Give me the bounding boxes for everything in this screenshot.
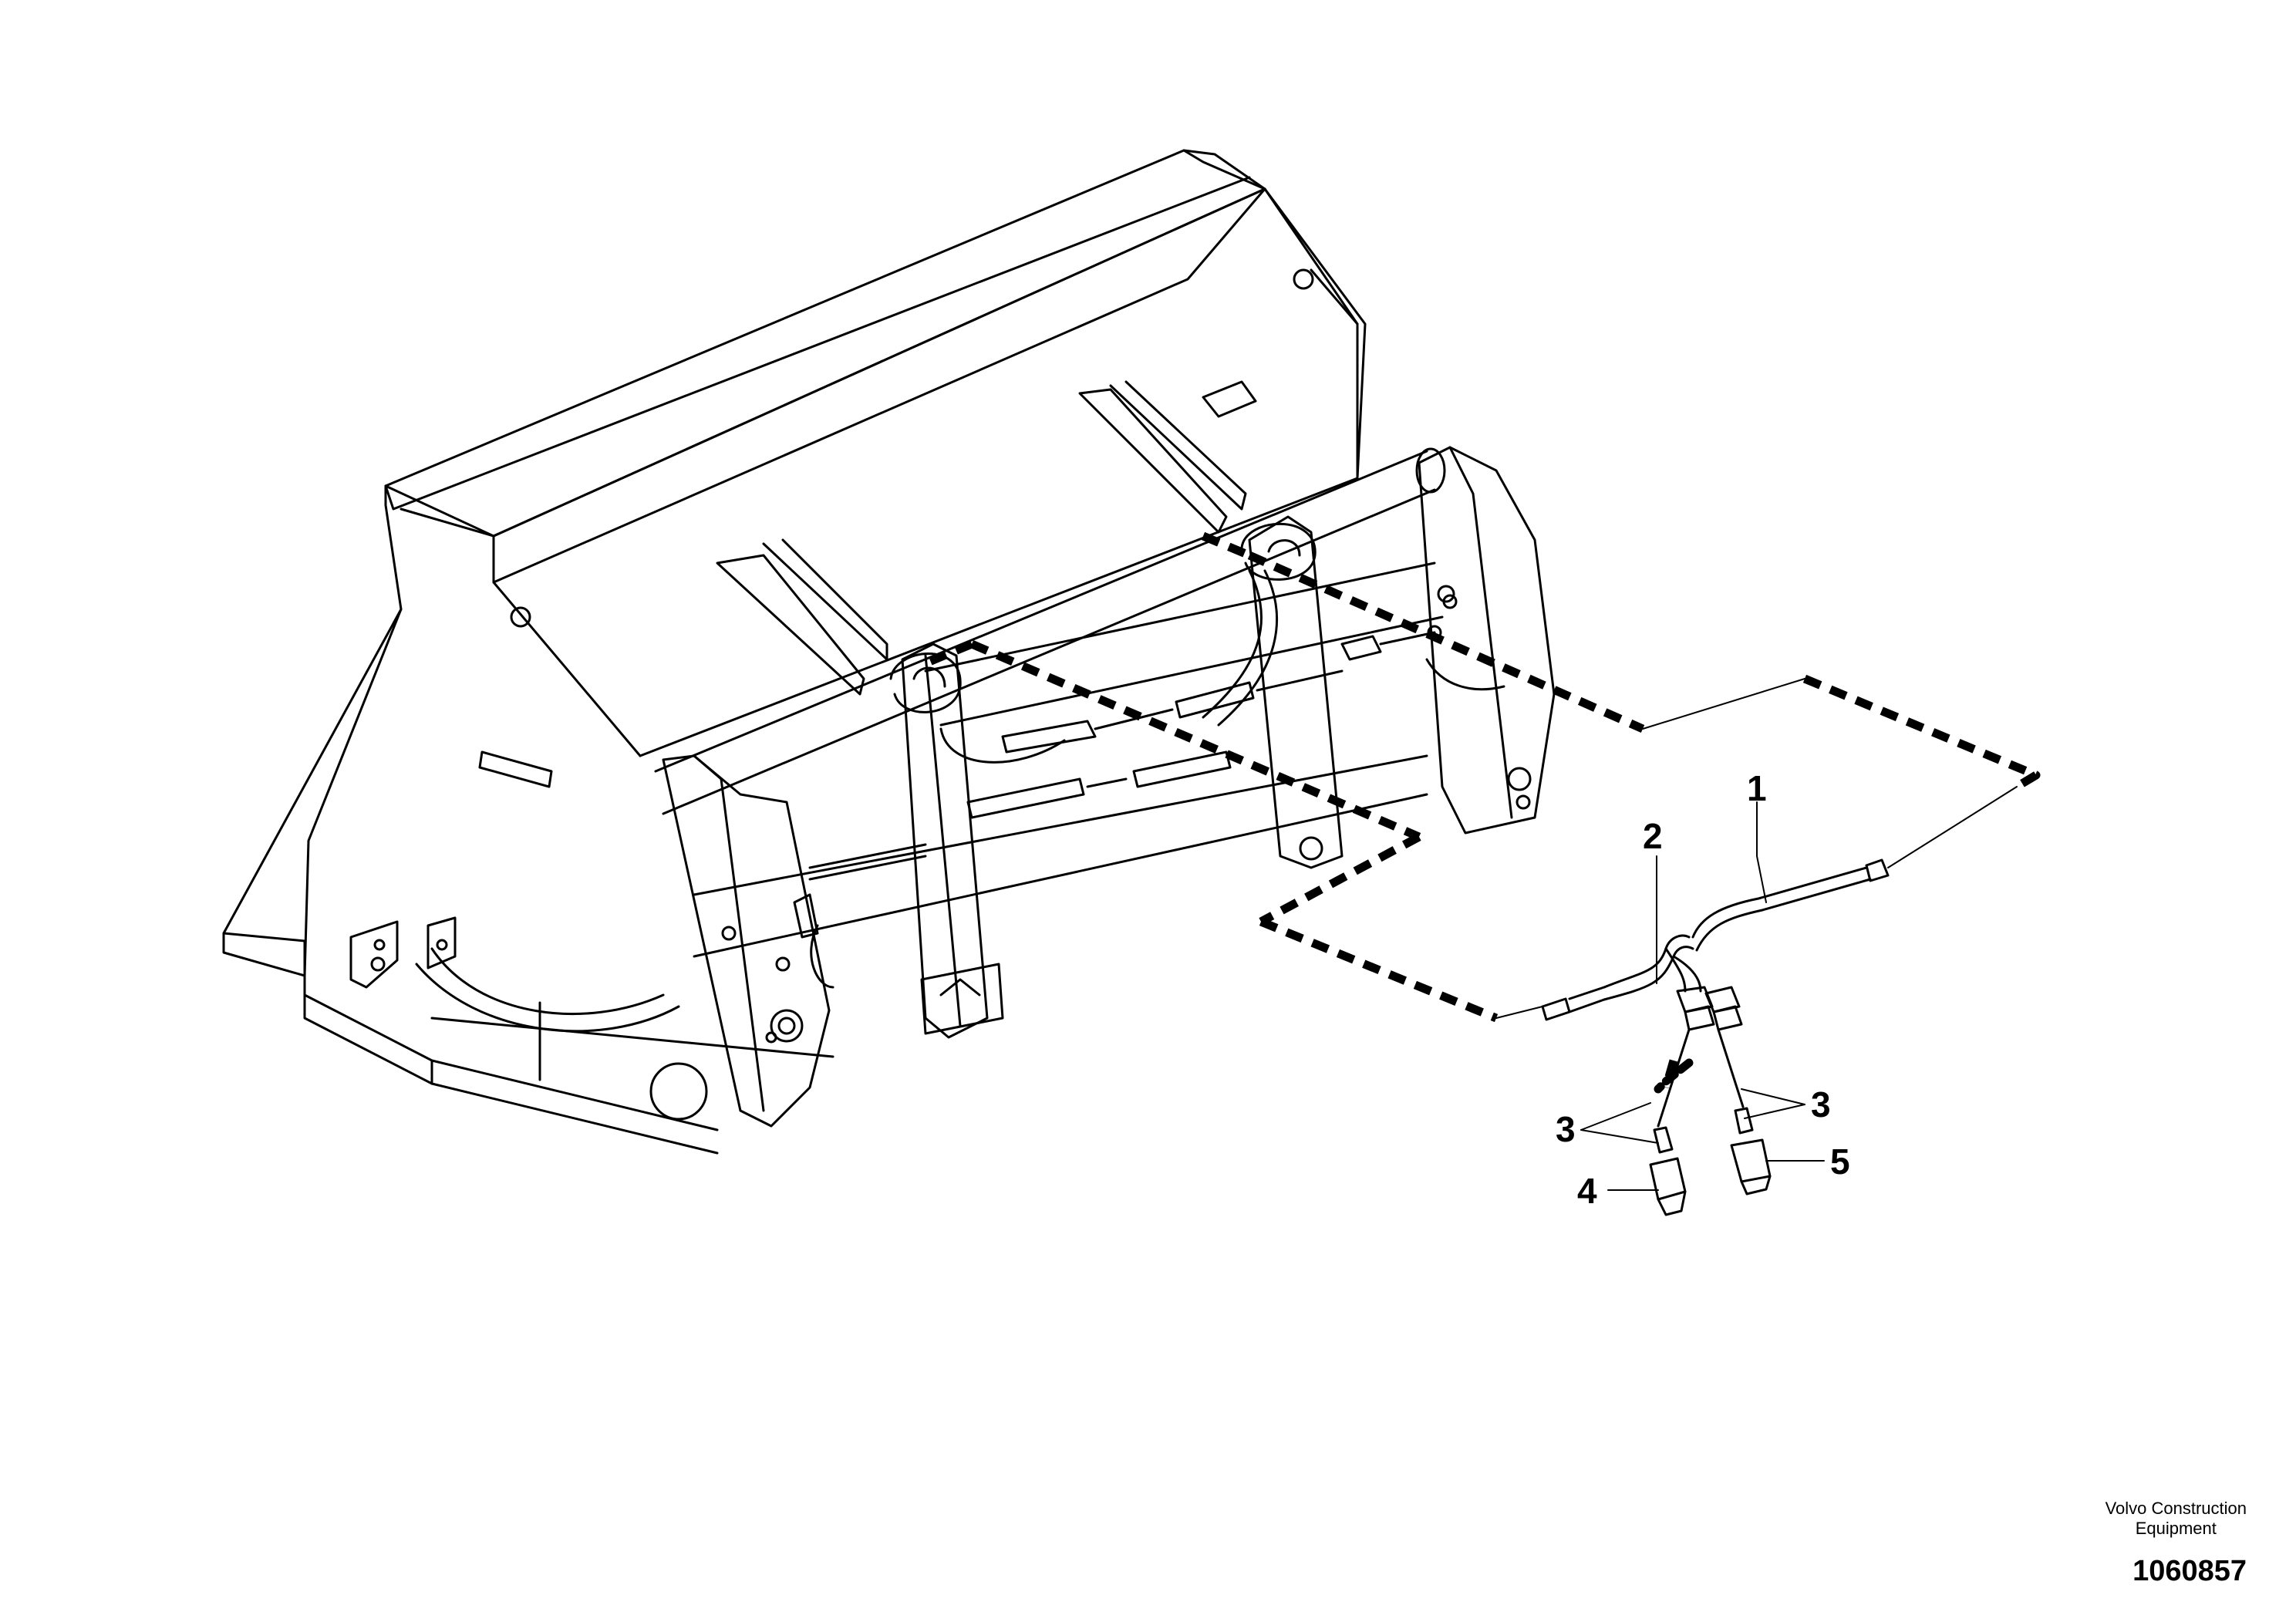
volvo-logo-badge: [478, 750, 553, 788]
attachment-bracket-left: [662, 754, 831, 1128]
hydraulic-cylinder-mid-left: [966, 777, 1128, 819]
mounting-bracket-left: [349, 916, 457, 989]
hydraulic-cylinder-right: [1340, 631, 1436, 661]
bucket-body: [222, 149, 1367, 1155]
coupling-5: [1730, 1107, 1772, 1195]
publisher-credit: Volvo Construction Equipment: [2106, 1499, 2247, 1539]
callout-4: 4: [1577, 1171, 1597, 1211]
hose-curve-center: [1202, 569, 1278, 727]
bucket-hole: [510, 606, 531, 628]
hose-2: [1541, 934, 1715, 1031]
publisher-credit-line1: Volvo Construction: [2105, 1499, 2247, 1518]
guard-fin-left: [716, 538, 888, 696]
cross-beam-upper: [654, 447, 1446, 815]
document-number: 1060857: [2132, 1555, 2247, 1587]
callout-5: 5: [1830, 1141, 1850, 1182]
connecting-line-right: [1717, 1028, 1745, 1108]
hose-curve-left: [810, 727, 1066, 989]
dashed-connection-lines: [923, 531, 2041, 1089]
callout-1: 1: [1747, 768, 1767, 808]
publisher-credit-line2: Equipment: [2135, 1519, 2217, 1538]
callout-2: 2: [1643, 816, 1663, 856]
coupling-4: [1649, 1126, 1687, 1216]
data-plate: [1202, 380, 1257, 418]
callout-3-left: 3: [1556, 1109, 1576, 1149]
hydraulic-cylinder-upper-middle: [1175, 669, 1344, 719]
attachment-bracket-center-right: [1240, 515, 1344, 869]
hose-curve-right: [1425, 658, 1505, 691]
hose-1: [1691, 858, 1890, 1031]
guard-fin-right: [1078, 380, 1247, 534]
hydraulic-cylinder-upper-left: [1001, 708, 1174, 754]
hydraulic-pipe-lower: [793, 843, 927, 939]
leader-lines: [1580, 801, 1825, 1191]
thin-connection-lines: [1495, 678, 2018, 1019]
hydraulic-cylinder-mid-middle: [1132, 750, 1232, 788]
attachment-bracket-center-left: [889, 642, 1004, 1039]
callout-3-right: 3: [1811, 1084, 1831, 1125]
dashed-drop-left: [1654, 1058, 1694, 1094]
bucket-hole: [1293, 268, 1314, 290]
bucket-lug-hole: [649, 1062, 708, 1121]
cross-tube-middle: [924, 561, 1444, 727]
